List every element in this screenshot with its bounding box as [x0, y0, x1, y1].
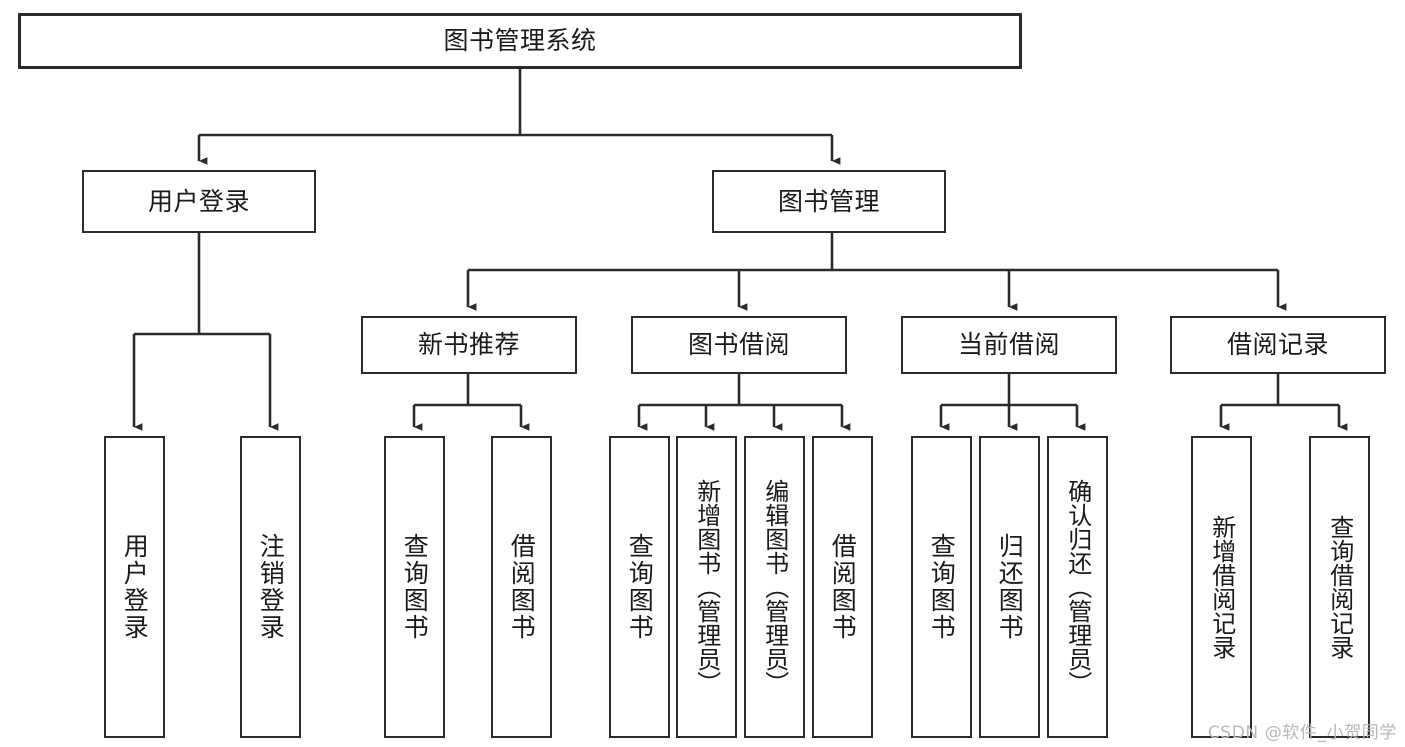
- node-leaf-query-book-1[interactable]: 查询图书: [384, 436, 445, 738]
- node-user-login-label: 用户登录: [147, 186, 250, 216]
- node-leaf-user-login-label: 用户登录: [120, 533, 150, 641]
- node-book-borrow-label: 图书借阅: [687, 330, 790, 359]
- node-leaf-add-book-label: 新增图书（管理员）: [692, 479, 721, 695]
- node-user-login[interactable]: 用户登录: [82, 170, 316, 233]
- node-leaf-user-logout-label: 注销登录: [256, 533, 286, 641]
- node-leaf-user-logout[interactable]: 注销登录: [240, 436, 301, 738]
- node-leaf-query-record-label: 查询借阅记录: [1325, 515, 1354, 659]
- node-leaf-borrow-book-2[interactable]: 借阅图书: [812, 436, 873, 738]
- node-new-book-recommend-label: 新书推荐: [417, 330, 520, 359]
- node-book-borrow[interactable]: 图书借阅: [631, 316, 847, 374]
- node-leaf-edit-book[interactable]: 编辑图书（管理员）: [744, 436, 805, 738]
- node-leaf-return-book[interactable]: 归还图书: [979, 436, 1040, 738]
- node-leaf-query-book-2[interactable]: 查询图书: [609, 436, 670, 738]
- node-current-borrow-label: 当前借阅: [957, 330, 1060, 359]
- node-leaf-confirm-return[interactable]: 确认归还（管理员）: [1047, 436, 1108, 738]
- node-current-borrow[interactable]: 当前借阅: [901, 316, 1117, 374]
- node-leaf-add-record[interactable]: 新增借阅记录: [1191, 436, 1252, 738]
- watermark: CSDN @软件_小贺同学: [1207, 723, 1397, 743]
- node-leaf-query-record[interactable]: 查询借阅记录: [1309, 436, 1370, 738]
- node-leaf-query-book-1-label: 查询图书: [400, 533, 430, 641]
- node-leaf-borrow-book-2-label: 借阅图书: [828, 533, 858, 641]
- node-new-book-recommend[interactable]: 新书推荐: [361, 316, 577, 374]
- node-book-manage[interactable]: 图书管理: [712, 170, 946, 233]
- node-leaf-confirm-return-label: 确认归还（管理员）: [1063, 479, 1092, 695]
- node-leaf-query-book-3[interactable]: 查询图书: [911, 436, 972, 738]
- node-leaf-borrow-book-1[interactable]: 借阅图书: [491, 436, 552, 738]
- node-root-label: 图书管理系统: [443, 26, 597, 55]
- node-borrow-record[interactable]: 借阅记录: [1170, 316, 1386, 374]
- node-leaf-user-login[interactable]: 用户登录: [104, 436, 165, 738]
- node-leaf-add-book[interactable]: 新增图书（管理员）: [676, 436, 737, 738]
- node-leaf-return-book-label: 归还图书: [995, 533, 1025, 641]
- node-leaf-edit-book-label: 编辑图书（管理员）: [760, 479, 789, 695]
- node-leaf-query-book-2-label: 查询图书: [625, 533, 655, 641]
- node-root[interactable]: 图书管理系统: [18, 13, 1022, 69]
- node-leaf-add-record-label: 新增借阅记录: [1207, 515, 1236, 659]
- node-borrow-record-label: 借阅记录: [1226, 330, 1329, 359]
- node-leaf-borrow-book-1-label: 借阅图书: [507, 533, 537, 641]
- node-book-manage-label: 图书管理: [777, 186, 880, 216]
- node-leaf-query-book-3-label: 查询图书: [927, 533, 957, 641]
